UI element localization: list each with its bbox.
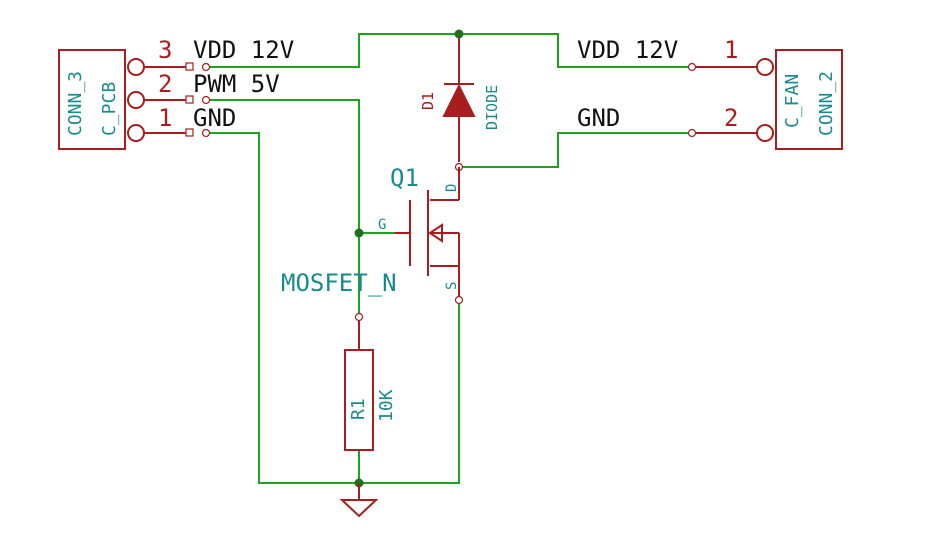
- connector-fan[interactable]: C_FAN CONN_2 1 2: [687, 36, 843, 150]
- fan-pin-2-circle: [756, 124, 774, 142]
- resistor-body: [344, 349, 374, 451]
- pcb-pin-1-end: [201, 128, 211, 138]
- mosfet-arrow: [428, 223, 443, 243]
- fan-pin-1-circle: [756, 58, 774, 76]
- resistor-value: 10K: [376, 389, 397, 422]
- wire-vdd-left: [205, 33, 460, 68]
- wire-pwm: [205, 99, 360, 318]
- pcb-pin-1-square: [185, 128, 194, 137]
- mosfet-pin-s: S: [444, 282, 460, 290]
- pcb-pin-1-circle: [127, 124, 145, 142]
- wire-gnd-left: [205, 132, 360, 484]
- pcb-pin-2-number: 2: [158, 70, 172, 98]
- pcb-pin-2-circle: [127, 91, 145, 109]
- fan-pin-1-end: [687, 62, 697, 72]
- mosfet-pin-g: G: [378, 217, 386, 233]
- wire-drain-fan: [458, 132, 693, 168]
- connector-fan-body: [775, 49, 843, 150]
- resistor-ref: R1: [348, 398, 369, 420]
- fan-pin-2-number: 2: [724, 104, 738, 132]
- resistor-r1[interactable]: R1 10K: [344, 312, 397, 451]
- pcb-pin-3-number: 3: [158, 36, 172, 64]
- resistor-pin-top: [354, 312, 364, 322]
- junction-vdd: [454, 29, 464, 39]
- net-label-gnd-right: GND: [577, 104, 620, 132]
- mosfet-source-end: [454, 295, 464, 305]
- pcb-pin-3-circle: [127, 58, 145, 76]
- pcb-pin-3-square: [185, 62, 194, 71]
- pcb-pin-2-square: [185, 95, 194, 104]
- connector-pcb[interactable]: CONN_3 C_PCB 3 2 1: [58, 36, 211, 150]
- net-label-pwm: PWM 5V: [193, 70, 280, 98]
- ground-triangle: [339, 499, 379, 518]
- connector-fan-ref: CONN_2: [816, 71, 837, 136]
- wires: [205, 33, 693, 484]
- pcb-pin-3-end: [201, 62, 211, 72]
- connector-pcb-value: C_PCB: [99, 82, 120, 136]
- pcb-pin-2-end: [201, 95, 211, 105]
- wire-vdd-right: [458, 33, 693, 68]
- diode-ref: D1: [419, 92, 437, 110]
- net-label-gnd-left: GND: [193, 104, 236, 132]
- fan-pin-1-number: 1: [724, 36, 738, 64]
- diode-value: DIODE: [483, 85, 501, 130]
- diode-triangle: [442, 83, 476, 117]
- net-label-vdd-right: VDD 12V: [577, 36, 678, 64]
- ground-symbol: [339, 483, 379, 518]
- fan-pin-2-end: [687, 128, 697, 138]
- diode-d1[interactable]: D1 DIODE: [419, 38, 501, 172]
- mosfet-pin-d: D: [444, 184, 460, 192]
- wire-source-gnd: [358, 299, 460, 484]
- connector-pcb-body: [58, 49, 126, 150]
- junction-gate: [354, 228, 364, 238]
- net-label-vdd-left: VDD 12V: [193, 36, 294, 64]
- connector-pcb-ref: CONN_3: [65, 71, 86, 136]
- mosfet-ref: Q1: [390, 164, 419, 192]
- connector-fan-value: C_FAN: [782, 74, 803, 128]
- mosfet-q1[interactable]: Q1 G D S MOSFET_N: [281, 164, 464, 305]
- mosfet-value: MOSFET_N: [281, 269, 397, 297]
- pcb-pin-1-number: 1: [158, 104, 172, 132]
